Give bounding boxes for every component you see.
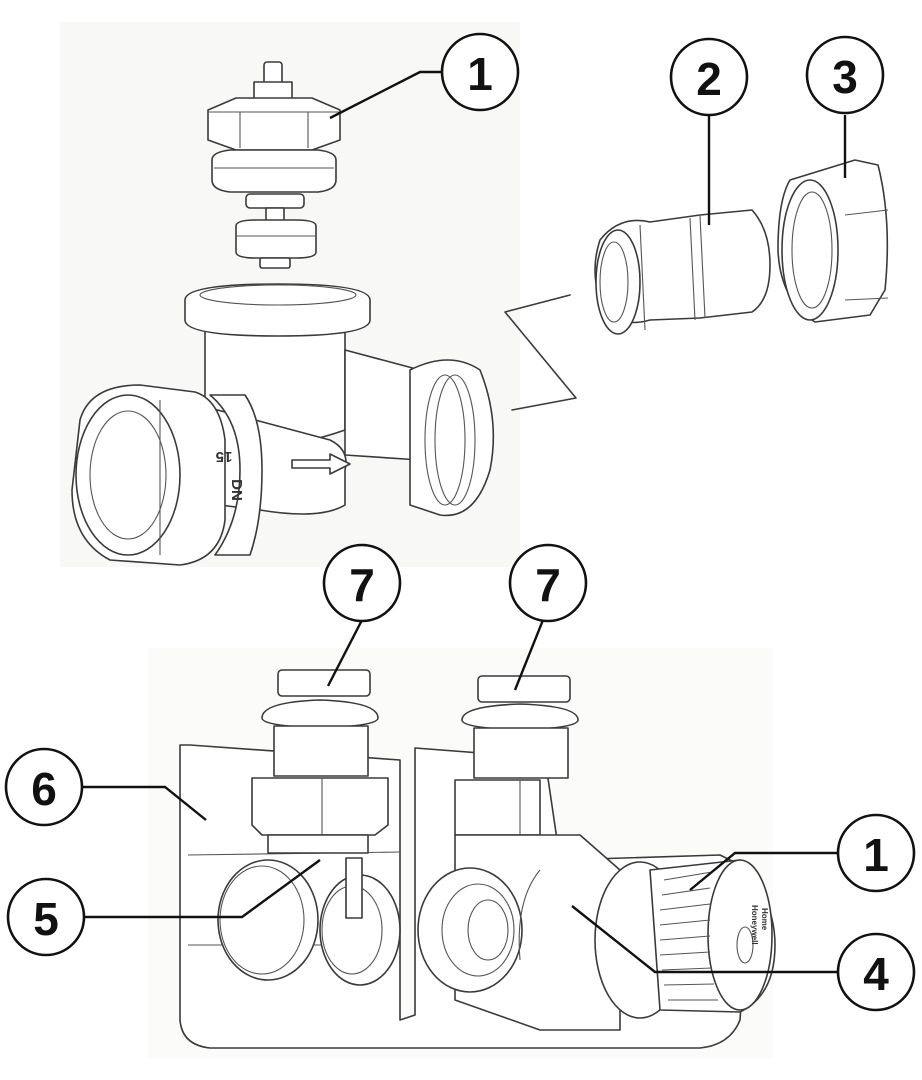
bottom-valve-assembly: Honeywell Home (179, 669, 776, 1049)
callout-label: 3 (832, 51, 858, 103)
valve-insert-bottom: Honeywell Home (594, 859, 776, 1019)
brand-logo-icon (736, 926, 754, 964)
cap-brand-text: Honeywell (750, 905, 759, 945)
valve-body-bottom (417, 834, 621, 1031)
callout-label: 6 (31, 763, 57, 815)
cap-sub-text: Home (760, 908, 769, 931)
callout-label: 4 (863, 948, 889, 1000)
valve-insert-top (207, 61, 341, 269)
flow-direction-arrow-icon (291, 453, 351, 475)
callout-label: 7 (535, 559, 561, 611)
body-marking-dn: DN (228, 479, 245, 501)
leader-lines (82, 70, 847, 974)
callout-6: 6 (4, 747, 84, 827)
union-nut (777, 159, 889, 323)
left-pipe-ends (217, 857, 401, 986)
valve-body-top: 15 DN (71, 283, 495, 566)
assembly-connector-line (504, 294, 577, 411)
callout-label: 1 (467, 48, 493, 100)
callout-1-bottom: 1 (836, 813, 916, 893)
callout-7-left: 7 (322, 543, 402, 623)
callout-label: 5 (33, 893, 59, 945)
callout-7-right: 7 (508, 543, 588, 623)
callout-1-top: 1 (440, 32, 520, 112)
callout-5: 5 (6, 877, 86, 957)
compression-adapter (594, 209, 771, 335)
knurled-grip (659, 871, 718, 1001)
top-valve-assembly: 15 DN (71, 61, 495, 566)
body-marking-size: 15 (216, 448, 233, 465)
callout-label: 2 (696, 53, 722, 105)
callout-4: 4 (836, 932, 916, 1012)
connection-left (251, 669, 389, 854)
callout-2: 2 (669, 37, 749, 117)
callout-3: 3 (805, 35, 885, 115)
callout-label: 1 (863, 829, 889, 881)
callout-label: 7 (349, 559, 375, 611)
